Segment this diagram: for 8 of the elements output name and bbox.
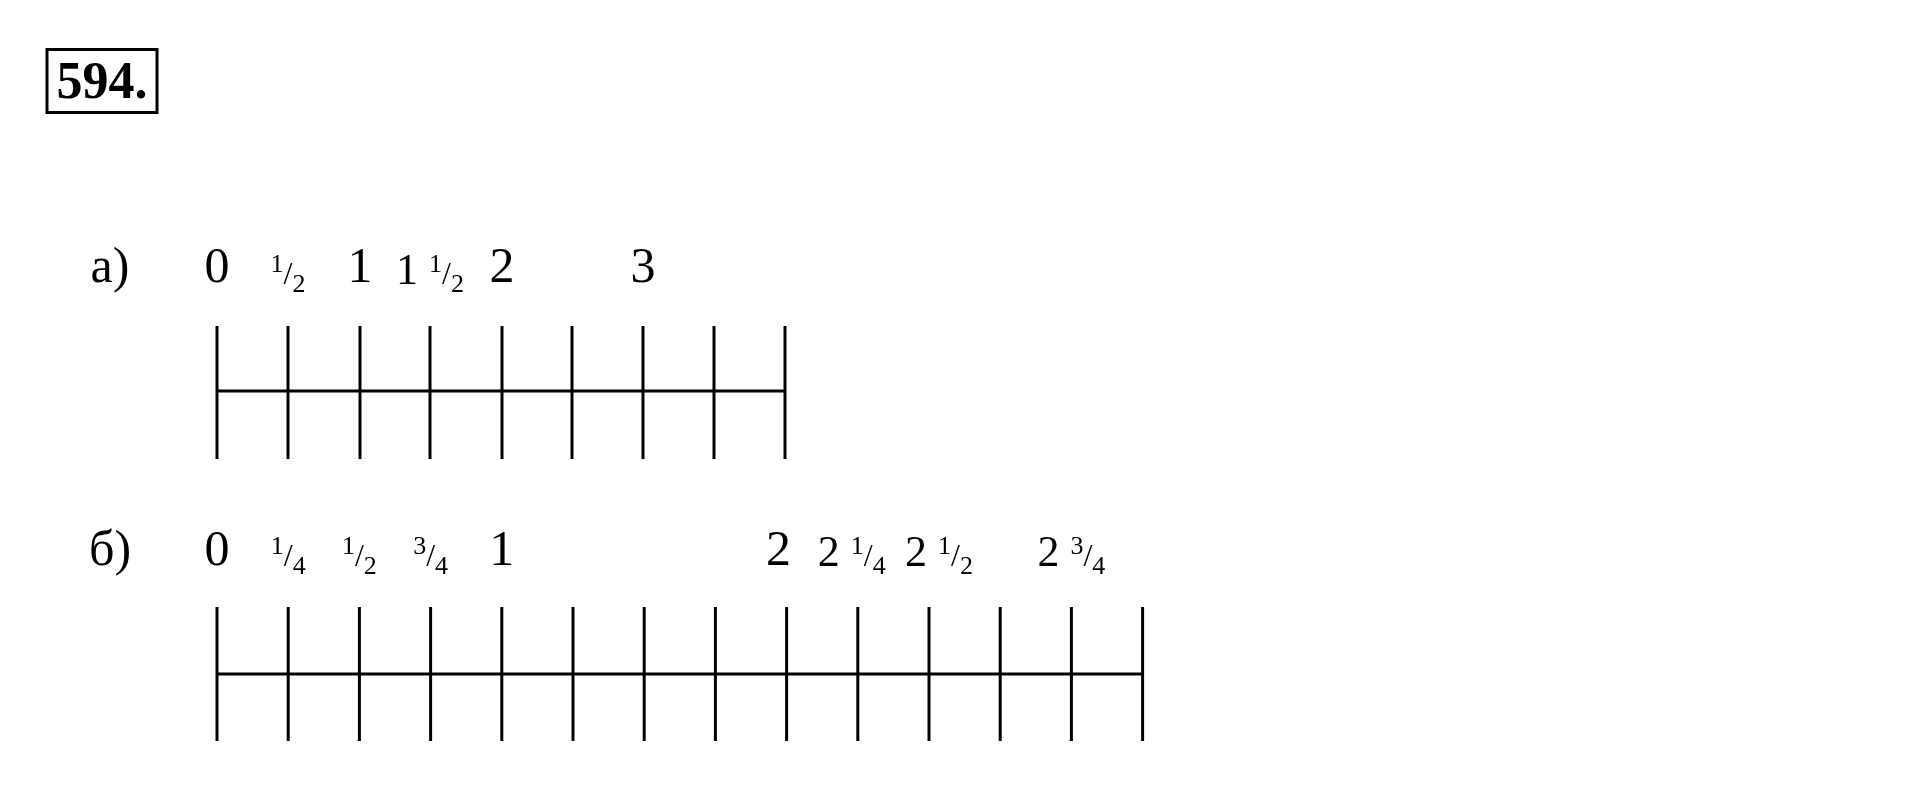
tick-label: 1 — [489, 523, 515, 573]
tick-label: 0 — [204, 523, 230, 573]
tick-label: 2 — [766, 523, 792, 573]
exercise-number: 594. — [45, 48, 159, 114]
tick-label: 0 — [204, 240, 230, 290]
tick-label: 3 — [630, 240, 656, 290]
tick-label: 1 — [347, 240, 373, 290]
tick-label: 2 — [489, 240, 515, 290]
